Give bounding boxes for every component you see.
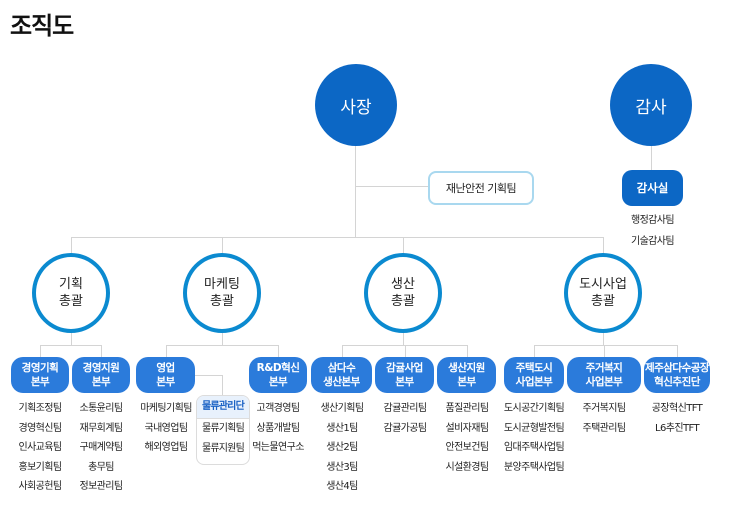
team-item: 정보관리팀 bbox=[79, 481, 123, 492]
team-item: 설비자재팀 bbox=[445, 422, 489, 434]
team-item: 재무회계팀 bbox=[79, 422, 123, 434]
connector-line bbox=[677, 345, 678, 357]
team-item: 기획조정팀 bbox=[18, 403, 62, 414]
team-list: 공장혁신TFT L6추진TFT bbox=[632, 399, 722, 438]
team-item: 안전보건팀 bbox=[445, 442, 489, 453]
team-item: 시설환경팀 bbox=[445, 461, 489, 473]
connector-line bbox=[651, 145, 652, 170]
team-item: 생산2팀 bbox=[326, 442, 358, 453]
connector-line bbox=[166, 345, 167, 357]
connector-line bbox=[222, 333, 223, 345]
logistics-title: 물류관리단 bbox=[197, 396, 249, 419]
division-box: 영업 본부 bbox=[136, 357, 195, 393]
division-box: 제주삼다수공장 혁신추진단 bbox=[644, 357, 710, 393]
team-item: 도시공간기획팀 bbox=[503, 403, 565, 414]
connector-line bbox=[222, 237, 223, 253]
team-item: 생산1팀 bbox=[326, 422, 358, 434]
team-item: 주택관리팀 bbox=[582, 422, 626, 434]
audit-office-box: 감사실 bbox=[622, 170, 683, 206]
team-item: 소통윤리팀 bbox=[79, 403, 123, 414]
division-box: 삼다수 생산본부 bbox=[311, 357, 372, 393]
division-box: 주거복지 사업본부 bbox=[567, 357, 641, 393]
team-item: 구매계약팀 bbox=[79, 442, 123, 453]
connector-line bbox=[71, 333, 72, 345]
connector-line bbox=[356, 186, 428, 187]
team-item: 분양주택사업팀 bbox=[503, 461, 565, 473]
connector-line bbox=[342, 345, 467, 346]
team-item: 행정감사팀 bbox=[630, 215, 675, 226]
team-item: 생산3팀 bbox=[326, 461, 358, 473]
team-item: 먹는물연구소 bbox=[252, 442, 304, 453]
team-item: 생산기획팀 bbox=[320, 403, 364, 414]
team-item: 사회공헌팀 bbox=[18, 481, 62, 492]
team-item: 품질관리팀 bbox=[445, 403, 489, 414]
team-item: 홍보기획팀 bbox=[18, 461, 62, 473]
team-item: 주거복지팀 bbox=[582, 403, 626, 414]
hq-node: 도시사업 총괄 bbox=[564, 253, 642, 333]
connector-line bbox=[195, 375, 222, 376]
team-item: 감귤관리팀 bbox=[383, 403, 427, 414]
connector-line bbox=[71, 237, 72, 253]
team-item: 물류지원팀 bbox=[201, 443, 245, 454]
team-item: 도시균형발전팀 bbox=[503, 422, 565, 434]
hq-node: 마케팅 총괄 bbox=[183, 253, 261, 333]
connector-line bbox=[403, 333, 404, 345]
connector-line bbox=[405, 345, 406, 357]
connector-line bbox=[166, 345, 278, 346]
connector-line bbox=[222, 375, 223, 395]
connector-line bbox=[534, 345, 677, 346]
connector-line bbox=[403, 237, 404, 253]
team-item: 감귤가공팀 bbox=[383, 422, 427, 434]
division-box: 경영지원 본부 bbox=[72, 357, 130, 393]
auditor-node: 감사 bbox=[610, 64, 692, 146]
team-item: 마케팅기획팀 bbox=[140, 403, 192, 414]
team-item: 해외영업팀 bbox=[144, 442, 188, 453]
team-item: 국내영업팀 bbox=[144, 422, 188, 434]
logistics-box: 물류관리단 물류기획팀 물류지원팀 bbox=[196, 395, 250, 465]
team-item: 생산4팀 bbox=[326, 481, 358, 492]
page-title: 조직도 bbox=[10, 12, 74, 40]
division-box: 경영기획 본부 bbox=[11, 357, 69, 393]
division-box: R&D혁신 본부 bbox=[249, 357, 307, 393]
connector-line bbox=[355, 145, 356, 238]
division-box: 감귤사업 본부 bbox=[375, 357, 434, 393]
team-item: L6추진TFT bbox=[655, 422, 700, 434]
safety-planning-team-box: 재난안전 기획팀 bbox=[428, 171, 534, 205]
team-item: 경영혁신팀 bbox=[18, 422, 62, 434]
connector-line bbox=[40, 345, 41, 357]
team-item: 임대주택사업팀 bbox=[503, 442, 565, 453]
connector-line bbox=[71, 237, 604, 238]
connector-line bbox=[534, 345, 535, 357]
hq-node: 생산 총괄 bbox=[364, 253, 442, 333]
connector-line bbox=[467, 345, 468, 357]
team-item: 상품개발팀 bbox=[256, 422, 300, 434]
team-item: 고객경영팀 bbox=[256, 403, 300, 414]
connector-line bbox=[278, 345, 279, 357]
division-box: 생산지원 본부 bbox=[437, 357, 496, 393]
connector-line bbox=[342, 345, 343, 357]
team-item: 총무팀 bbox=[88, 461, 114, 473]
connector-line bbox=[101, 345, 102, 357]
hq-node: 기획 총괄 bbox=[32, 253, 110, 333]
team-item: 공장혁신TFT bbox=[651, 403, 703, 414]
connector-line bbox=[604, 345, 605, 357]
connector-line bbox=[40, 345, 101, 346]
connector-line bbox=[603, 333, 604, 345]
division-box: 주택도시 사업본부 bbox=[504, 357, 564, 393]
team-item: 물류기획팀 bbox=[201, 423, 245, 434]
connector-line bbox=[603, 237, 604, 253]
ceo-node: 사장 bbox=[315, 64, 397, 146]
team-item: 기술감사팀 bbox=[630, 236, 675, 247]
audit-team-list: 행정감사팀 기술감사팀 bbox=[622, 210, 683, 252]
team-item: 인사교육팀 bbox=[18, 442, 62, 453]
